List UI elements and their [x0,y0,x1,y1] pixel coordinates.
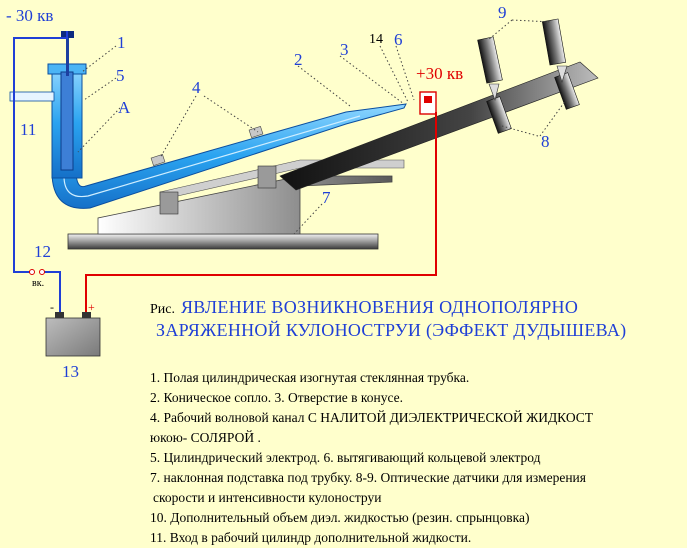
legend: 1. Полая цилиндрическая изогнутая стекля… [150,368,687,548]
legend-item: скорости и интенсивности кулоноструи [153,490,382,505]
label-9: 9 [498,3,507,22]
pos-voltage-label: +30 кв [416,64,464,83]
switch-contact-b [39,269,45,275]
legend-item: 1. Полая цилиндрическая изогнутая стекля… [150,370,470,385]
label-4: 4 [192,78,201,97]
legend-item: 5. Цилиндрический электрод. 6. вытягиваю… [150,450,541,465]
switch-label: вк. [32,278,45,289]
base-plate [67,233,379,250]
switch-contact-a [29,269,35,275]
ring-electrode-band [424,96,432,103]
battery-terminal-neg [55,312,64,318]
label-12: 12 [34,242,51,261]
figure-caption: Рис. ЯВЛЕНИЕ ВОЗНИКНОВЕНИЯ ОДНОПОЛЯРНО ЗА… [150,297,685,341]
neg-voltage-label: - 30 кв [6,6,54,25]
caption-title-line2: ЗАРЯЖЕННОЙ КУЛОНОСТРУИ (ЭФФЕКТ ДУДЫШЕВА) [156,320,627,340]
label-5: 5 [116,66,125,85]
glass-tube [51,103,407,209]
clamp-right [248,125,264,139]
optical-sensor-left [477,36,503,102]
sensor-rod [279,61,599,191]
caption-title-line1: ЯВЛЕНИЕ ВОЗНИКНОВЕНИЯ ОДНОПОЛЯРНО [181,297,579,317]
cylindrical-electrode [60,71,74,171]
negative-wire [13,31,68,273]
label-A: A [118,98,131,117]
positive-wire [85,112,437,312]
label-6: 6 [394,30,403,49]
label-7: 7 [322,188,331,207]
label-13: 13 [62,362,79,381]
legend-item: 2. Коническое сопло. 3. Отверстие в кону… [150,390,404,405]
caption-prefix: Рис. [150,302,175,317]
leader-lines [77,19,567,235]
clamp-support-right [257,165,277,189]
inclined-stand [97,175,393,235]
label-14: 14 [369,32,383,47]
tube-inner-line [63,115,361,198]
label-1: 1 [117,33,126,52]
legend-item: 4. Рабочий волновой канал С НАЛИТОЙ ДИЭЛ… [150,410,593,425]
optical-sensor-right [541,18,568,84]
battery-plus-label: + [88,300,95,314]
label-11: 11 [20,120,37,139]
battery [45,317,101,357]
battery-minus-label: - [50,300,54,314]
label-8: 8 [541,132,550,151]
clamp-support-left [159,191,179,215]
label-2: 2 [294,50,303,69]
legend-item: 11. Вход в рабочий цилиндр дополнительно… [150,530,472,545]
negative-wire-battery [42,271,61,312]
legend-item: 7. наклонная подставка под трубку. 8-9. … [150,470,586,485]
legend-item: 10. Дополнительный объем диэл. жидкостью… [150,510,530,525]
legend-item: юкою- СОЛЯРОЙ . [150,430,261,445]
inlet-pipe [9,91,55,102]
electrode-rod [66,36,69,76]
battery-terminal-pos [82,312,91,318]
sensor-ring-left [486,96,512,134]
clamp-left [150,153,166,167]
label-3: 3 [340,40,349,59]
